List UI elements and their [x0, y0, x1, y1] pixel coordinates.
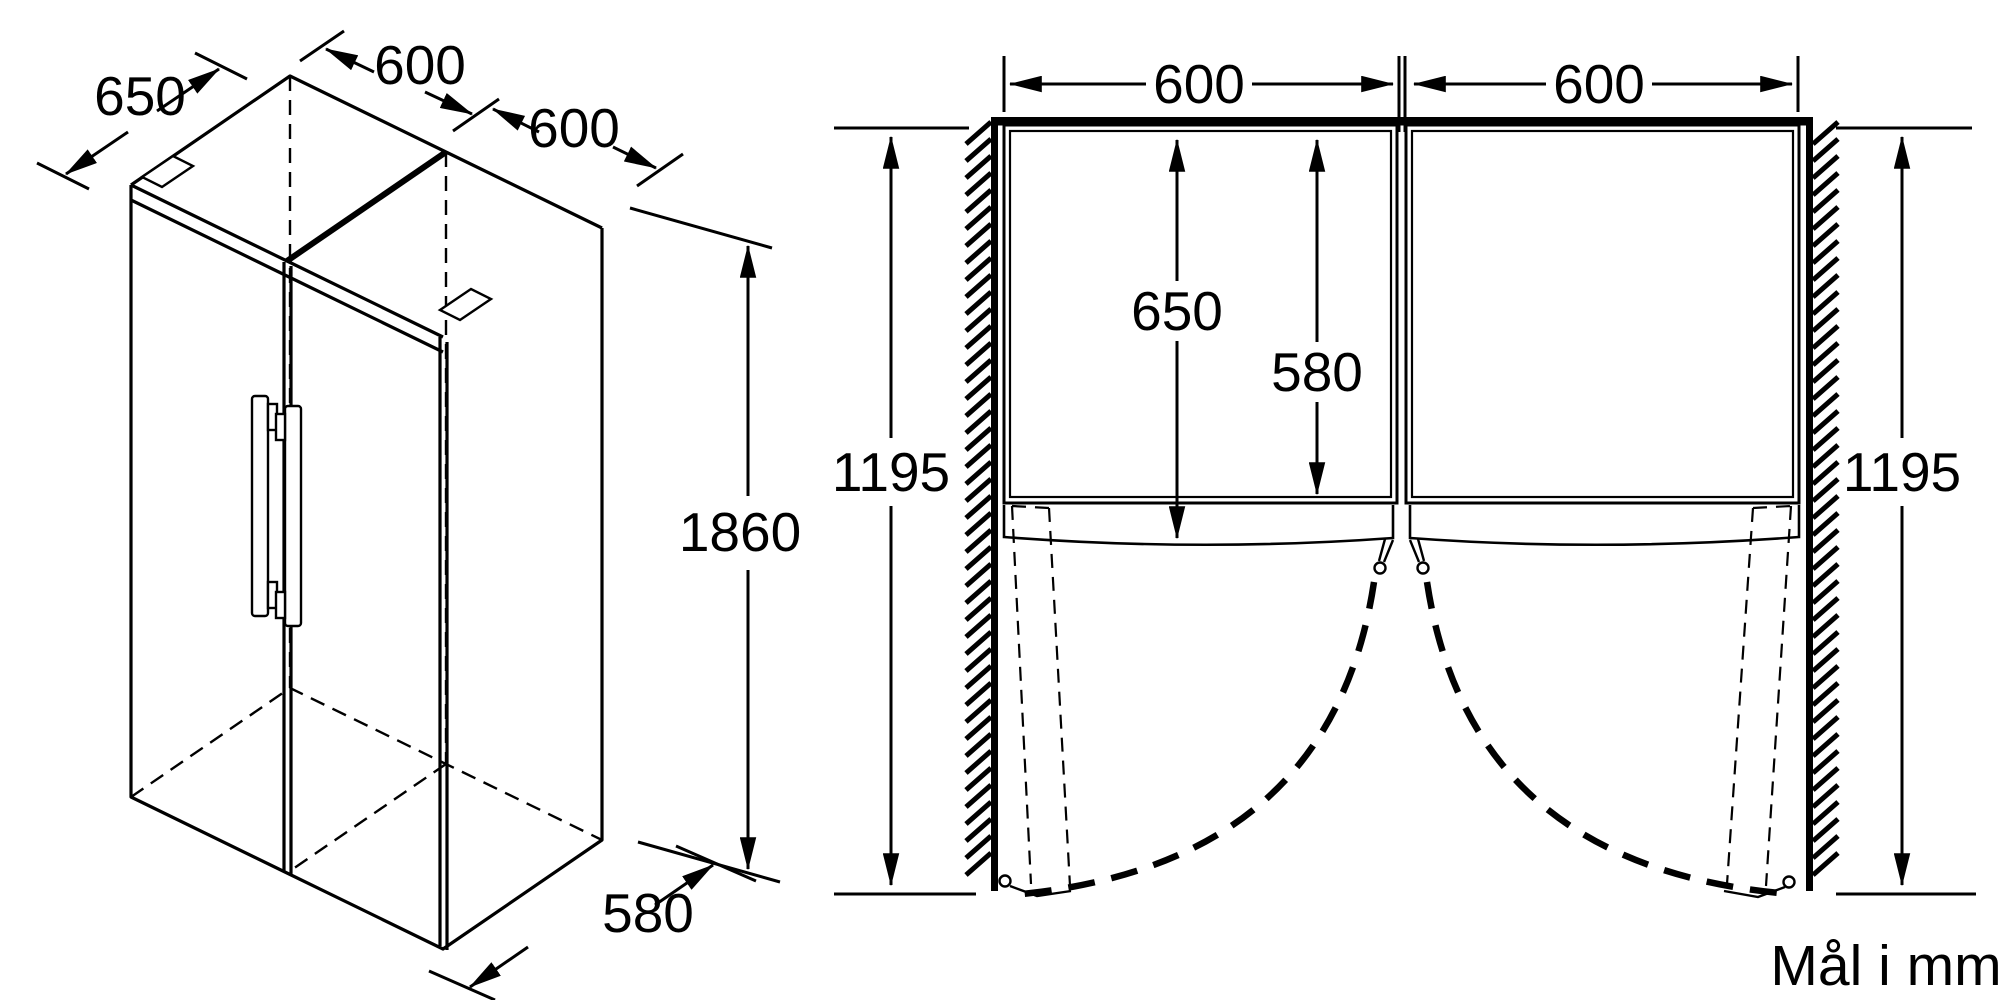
iso-dim-height-1860 [629, 206, 781, 884]
right-unit-cabinet-inner [1410, 129, 1795, 499]
iso-dim-width-right-600 [491, 107, 684, 188]
left-door-handle-icon [1373, 561, 1387, 575]
iso-base-depth-label: 580 [602, 882, 694, 944]
extension-ticks [36, 51, 248, 191]
dim-arrow [612, 145, 658, 170]
door-handle-right [274, 404, 303, 628]
left-unit-cabinet-inner [1008, 129, 1393, 499]
extension-lines [1836, 126, 1976, 896]
iso-dim-depth-650 [36, 51, 248, 191]
units-note: Mål i mm [1770, 934, 2000, 998]
plan-clearance-right-label: 1195 [1843, 441, 1961, 503]
plan-view [834, 56, 1976, 899]
isometric-view [36, 29, 781, 1000]
dim-arrow [65, 130, 129, 176]
iso-dim-base-580 [428, 844, 757, 1000]
right-unit-cabinet [1404, 123, 1801, 505]
extension-lines [834, 126, 976, 896]
extension-ticks [428, 844, 757, 1000]
right-open-handle-icon [1782, 875, 1796, 889]
door-handle-left [250, 394, 279, 618]
plan-dim-widths [1002, 56, 1800, 132]
plan-dim-1195-right [1836, 126, 1976, 896]
cabinet-junction-edge [285, 149, 448, 264]
plan-clearance-left-label: 1195 [832, 441, 950, 503]
iso-width-left-label: 600 [374, 34, 466, 96]
plan-depth-650-label: 650 [1131, 280, 1223, 342]
iso-depth-label: 650 [94, 65, 186, 127]
handle-bar [283, 404, 303, 628]
dim-arrow [654, 863, 714, 907]
right-wall-hatching [1811, 120, 1840, 877]
left-open-door-end [1009, 884, 1072, 898]
plan-width-right-label: 600 [1553, 53, 1645, 115]
right-wall [1806, 117, 1813, 891]
handle-post [274, 412, 287, 442]
dim-arrow [469, 945, 529, 989]
iso-dim-width-left-600 [299, 29, 500, 133]
right-door-swing-arc [1423, 581, 1780, 897]
left-open-handle-icon [998, 874, 1012, 888]
dim-arrow [324, 47, 375, 74]
right-unit-door [1408, 505, 1801, 547]
left-unit-cabinet [1002, 123, 1399, 505]
plan-dim-1195-left [834, 126, 976, 896]
back-wall [991, 117, 1813, 126]
dim-arrow [424, 90, 474, 116]
hinge-plate-right-top [437, 287, 494, 322]
left-wall-hatching [964, 120, 993, 877]
cabinet-hidden-edges [130, 76, 603, 874]
extension-ticks [636, 152, 684, 188]
dim-arrow [156, 67, 220, 113]
iso-height-label: 1860 [679, 501, 801, 563]
iso-width-right-label: 600 [528, 97, 620, 159]
extension-ticks [299, 29, 500, 133]
handle-stems [1377, 538, 1426, 563]
left-door-swing-arc [1021, 581, 1378, 898]
dim-arrow [491, 107, 540, 134]
plan-depth-580-label: 580 [1271, 341, 1363, 403]
right-door-open-outline [1725, 504, 1793, 887]
left-door-open-outline [1010, 504, 1072, 887]
extension-ticks [1002, 56, 1800, 132]
left-unit-door [1002, 505, 1395, 547]
handle-post [274, 590, 287, 620]
handle-bar [250, 394, 270, 618]
right-door-handle-icon [1416, 561, 1430, 575]
center-door-handles [1373, 538, 1430, 575]
left-wall [991, 117, 998, 891]
plan-width-left-label: 600 [1153, 53, 1245, 115]
hinge-plate-left-top [139, 154, 196, 189]
